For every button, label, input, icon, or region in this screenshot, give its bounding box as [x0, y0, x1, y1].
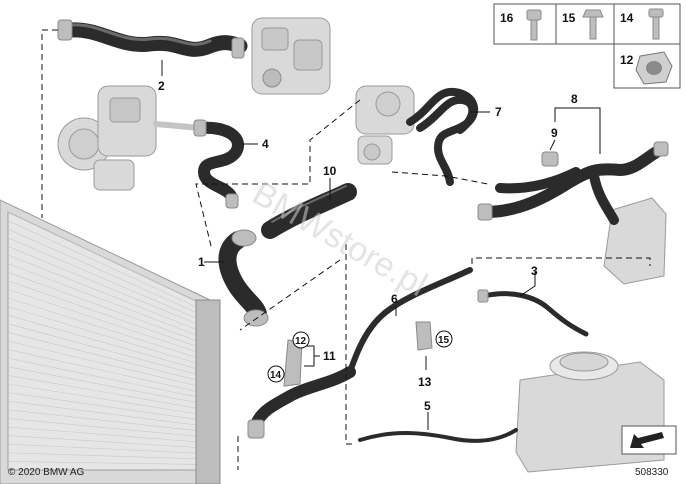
radiator-fin — [7, 443, 199, 454]
radiator-fin — [7, 332, 199, 381]
callout-3: 3 — [531, 264, 538, 278]
radiator-fin — [7, 314, 199, 370]
radiator-fin — [7, 297, 199, 359]
radiator-fin — [7, 357, 199, 398]
radiator-fin — [7, 271, 199, 342]
callout-9: 9 — [551, 126, 558, 140]
callout-14-circled: 14 — [267, 365, 285, 383]
radiator-fin — [7, 452, 199, 460]
radiator-fin — [7, 392, 199, 420]
radiator — [0, 199, 221, 484]
callout-11: 11 — [323, 349, 336, 363]
svg-text:15: 15 — [438, 335, 450, 346]
callout-15-circled: 15 — [435, 330, 453, 348]
radiator-fin — [7, 426, 199, 443]
callout-13: 13 — [418, 375, 432, 389]
radiator-fin — [7, 323, 199, 376]
radiator-fin — [7, 263, 199, 336]
turbo-pump-assembly — [57, 85, 203, 191]
radiator-fin — [7, 228, 199, 314]
callout-2: 2 — [158, 79, 165, 93]
coolant-hose-10 — [261, 183, 357, 239]
coolant-hose-1 — [218, 229, 269, 327]
coolant-hose-4 — [193, 119, 244, 209]
leader-lines — [161, 60, 601, 430]
panel-label-16: 16 — [500, 11, 514, 25]
panel-label-15: 15 — [562, 11, 576, 25]
clip-13 — [415, 321, 433, 351]
radiator-fin — [7, 306, 199, 364]
radiator-fin — [7, 246, 199, 325]
radiator-fin — [7, 435, 199, 448]
callout-8: 8 — [571, 92, 578, 106]
clip-12-icon — [635, 51, 673, 85]
radiator-fin — [7, 400, 199, 426]
copyright-text: © 2020 BMW AG — [8, 467, 85, 478]
callout-10: 10 — [323, 164, 337, 178]
radiator-fin — [7, 254, 199, 331]
radiator-fin — [7, 349, 199, 392]
radiator-fin — [7, 280, 199, 348]
callout-7: 7 — [495, 105, 502, 119]
callout-12-circled: 12 — [292, 331, 310, 349]
thermostat-housing — [355, 85, 415, 165]
radiator-fin — [7, 375, 199, 409]
radiator-fin — [7, 237, 199, 320]
svg-text:12: 12 — [295, 336, 307, 347]
callout-6: 6 — [391, 292, 398, 306]
radiator-fin — [7, 289, 199, 353]
hose-clip-9 — [541, 151, 559, 167]
panel-label-14: 14 — [620, 11, 634, 25]
svg-text:14: 14 — [270, 370, 282, 381]
radiator-fin — [7, 418, 199, 437]
callout-5: 5 — [424, 399, 431, 413]
coolant-line-3 — [477, 289, 589, 337]
radiator-fin — [7, 366, 199, 404]
radiator-fin — [7, 211, 199, 303]
callout-4: 4 — [262, 137, 269, 151]
fastener-panel: 16 15 14 12 — [493, 3, 681, 89]
radiator-fin — [7, 220, 199, 308]
image-number: 508330 — [635, 467, 669, 478]
bolt-16-icon — [526, 9, 542, 41]
orientation-arrow-box — [621, 425, 677, 455]
engine-block — [251, 17, 331, 95]
bolt-15-icon — [582, 9, 604, 40]
coolant-hose-8 — [477, 141, 669, 225]
assembly-dashed-lines — [41, 29, 651, 470]
arrow-icon — [630, 432, 664, 448]
coolant-line-5 — [358, 428, 518, 443]
radiator-fin — [7, 409, 199, 432]
callout-1: 1 — [198, 255, 205, 269]
radiator-fin — [7, 383, 199, 415]
panel-label-12: 12 — [620, 53, 634, 67]
radiator-fin — [7, 340, 199, 387]
tank-bracket — [603, 197, 667, 285]
coolant-hose-7 — [406, 87, 479, 186]
bolt-14-icon — [648, 8, 664, 40]
coolant-line-6 — [247, 267, 473, 439]
radiator-fin — [7, 461, 199, 465]
coolant-hose-2 — [57, 19, 248, 59]
